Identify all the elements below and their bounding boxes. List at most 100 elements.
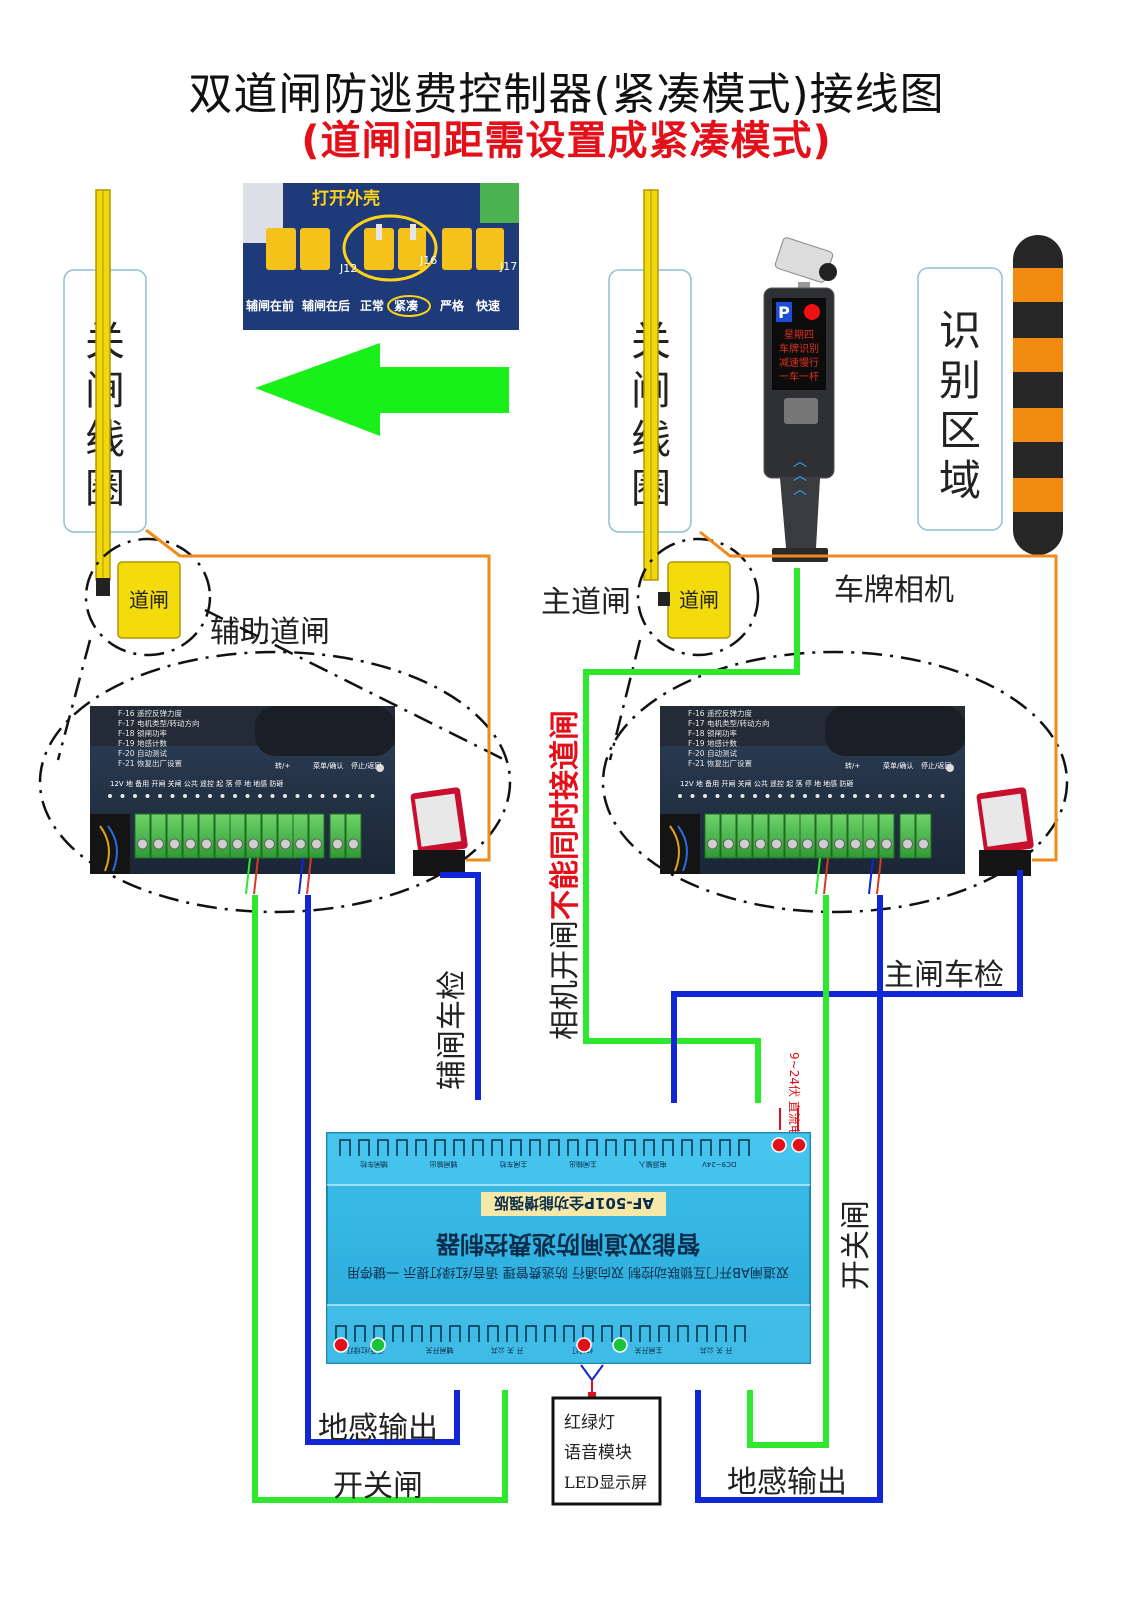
blue-wire-right bbox=[695, 895, 883, 1503]
blue-wire-main-detector bbox=[671, 870, 1023, 1103]
svg-text:严格: 严格 bbox=[439, 298, 465, 313]
green-wire-left bbox=[252, 895, 508, 1503]
orange-wire-right bbox=[699, 530, 1058, 862]
svg-text:识: 识 bbox=[939, 306, 981, 355]
recognition-zone-frame bbox=[917, 267, 1003, 531]
svg-text:车牌识别: 车牌识别 bbox=[779, 342, 819, 355]
svg-text:别: 别 bbox=[939, 356, 981, 405]
controller-terminal-label: 辅闸开关 bbox=[426, 1346, 454, 1355]
recognition-zone-label: 识 别 区 域 bbox=[939, 306, 981, 505]
power-led-minus bbox=[771, 1137, 787, 1153]
board-key-label: 菜单/确认 bbox=[313, 761, 343, 770]
loop-out-left-label: 地感输出 bbox=[318, 1411, 438, 1446]
open-close-left-label: 开关闸 bbox=[333, 1469, 423, 1504]
main-loop-detector bbox=[976, 787, 1034, 876]
board-key-label: 菜单/确认 bbox=[883, 761, 913, 770]
board-menu-line: F-19 地感计数 bbox=[688, 738, 737, 748]
svg-text:辅闸在后: 辅闸在后 bbox=[302, 298, 350, 313]
aux-loop-detector bbox=[410, 787, 468, 876]
board-key-label: 停止/返回 bbox=[921, 761, 951, 770]
jumper-highlight-circle bbox=[342, 214, 438, 282]
green-wire-right bbox=[747, 895, 829, 1448]
board-key-label: 转/+ bbox=[845, 761, 860, 770]
orange-wire-left bbox=[145, 528, 491, 862]
controller-terminal-label: 主闸车检 bbox=[499, 1160, 527, 1169]
wires bbox=[145, 528, 1058, 1503]
board-menu-line: F-18 锁闸功率 bbox=[688, 728, 737, 738]
svg-text:︿: ︿ bbox=[793, 482, 807, 498]
svg-text:LED显示屏: LED显示屏 bbox=[564, 1473, 647, 1492]
svg-text:J17: J17 bbox=[499, 260, 517, 273]
jumper-caption: 打开外壳 bbox=[312, 188, 380, 209]
controller-terminal-label: 语音/红绿灯 bbox=[347, 1346, 384, 1355]
controller-model: AF-501P全功能增强版 bbox=[494, 1194, 654, 1212]
striped-bollard bbox=[1013, 235, 1063, 555]
board-menu-line: F-16 遥控反弹力度 bbox=[688, 708, 752, 718]
jumper-photo: 打开外壳 J12 J16 J17 辅闸在前 辅闸在后 正常 紧凑 严格 快速 bbox=[243, 183, 519, 330]
svg-text:一车一杆: 一车一杆 bbox=[779, 370, 819, 383]
controller-name: 智能双道闸防逃费控制器 bbox=[435, 1230, 700, 1258]
direction-arrow-left bbox=[255, 343, 509, 436]
board-key-label: 转/+ bbox=[275, 761, 290, 770]
svg-text:域: 域 bbox=[939, 456, 981, 505]
board-terminal-labels: 12V 地 备用 开闸 关闸 公共 遥控 起 落 停 地 地感 防砸 bbox=[110, 779, 283, 788]
controller-terminal-label: 主闸开关 bbox=[635, 1346, 663, 1355]
open-close-right-label: 开关闸 bbox=[839, 1200, 874, 1290]
main-detector-label: 主闸车检 bbox=[884, 958, 1004, 993]
svg-text:减速慢行: 减速慢行 bbox=[779, 356, 819, 369]
main-gate-box: 道闸 bbox=[667, 561, 731, 639]
green-wire-camera bbox=[583, 568, 800, 1103]
svg-text:紧凑: 紧凑 bbox=[394, 298, 419, 313]
aux-gate-box: 道闸 bbox=[117, 561, 181, 639]
board-menu-line: F-20 自动测试 bbox=[688, 748, 737, 758]
svg-text:P: P bbox=[778, 303, 790, 322]
svg-text:道闸: 道闸 bbox=[679, 588, 719, 612]
svg-text:︿: ︿ bbox=[793, 454, 807, 470]
svg-text:J12: J12 bbox=[339, 262, 357, 275]
board-menu-line: F-19 地感计数 bbox=[118, 738, 167, 748]
controller-terminal-label: 辅闸车检 bbox=[360, 1160, 388, 1169]
svg-text:道闸: 道闸 bbox=[129, 588, 169, 612]
aux-gate-label: 辅助道闸 bbox=[210, 615, 330, 650]
jumper-blocks bbox=[266, 224, 504, 270]
svg-text:区: 区 bbox=[939, 406, 981, 455]
board-menu-line: F-17 电机类型/转动方向 bbox=[688, 718, 769, 728]
controller-terminal-label: 开 关 公共 bbox=[700, 1346, 732, 1355]
main-gate-label: 主道闸 bbox=[541, 585, 631, 620]
blue-wire-aux-detector bbox=[440, 872, 481, 1100]
svg-text:J16: J16 bbox=[419, 254, 437, 267]
board-menu-line: F-17 电机类型/转动方向 bbox=[118, 718, 199, 728]
diagram-title: 双道闸防逃费控制器(紧凑模式)接线图 bbox=[188, 69, 945, 120]
svg-text:语音模块: 语音模块 bbox=[564, 1443, 632, 1463]
accessory-box: 红绿灯 语音模块 LED显示屏 bbox=[551, 1396, 662, 1506]
anti-evasion-controller: 双道闸AB开门互锁联动控制 双向通行 防逃费管理 语音/红绿灯提示 一键停用 智… bbox=[326, 1132, 811, 1364]
svg-text:正常: 正常 bbox=[360, 298, 384, 313]
svg-text:快速: 快速 bbox=[476, 298, 500, 313]
callout-ellipses bbox=[38, 537, 1069, 914]
board-menu-line: F-21 恢复出厂设置 bbox=[688, 758, 752, 768]
diagram-subtitle: (道闸间距需设置成紧凑模式) bbox=[301, 118, 832, 164]
controller-terminal-label: 主闸输出 bbox=[569, 1160, 597, 1169]
loop-out-right-label: 地感输出 bbox=[727, 1465, 847, 1500]
camera-open-label: 相机开闸不能同时接道闸 bbox=[548, 710, 583, 1040]
camera-label: 车牌相机 bbox=[834, 573, 954, 608]
board-key-label: 停止/返回 bbox=[351, 761, 381, 770]
board-terminal-labels: 12V 地 备用 开闸 关闸 公共 遥控 起 落 停 地 地感 防砸 bbox=[680, 779, 853, 788]
svg-text:星期四: 星期四 bbox=[784, 329, 814, 341]
board-menu-line: F-21 恢复出厂设置 bbox=[118, 758, 182, 768]
svg-text:︿: ︿ bbox=[793, 468, 807, 484]
aux-detector-label: 辅闸车检 bbox=[435, 970, 470, 1090]
controller-terminal-label: 开 关 公共 bbox=[491, 1346, 523, 1355]
power-led-plus bbox=[791, 1137, 807, 1153]
svg-text:红绿灯: 红绿灯 bbox=[564, 1413, 615, 1433]
board-menu-line: F-20 自动测试 bbox=[118, 748, 167, 758]
controller-terminal-label: DC9~24V bbox=[702, 1160, 737, 1168]
jumper-labels: 辅闸在前 辅闸在后 正常 紧凑 严格 快速 bbox=[246, 298, 500, 313]
blue-wire-left bbox=[305, 895, 460, 1445]
controller-terminal-label: 辅闸输出 bbox=[430, 1160, 458, 1169]
controller-features: 双道闸AB开门互锁联动控制 双向通行 防逃费管理 语音/红绿灯提示 一键停用 bbox=[347, 1264, 789, 1280]
